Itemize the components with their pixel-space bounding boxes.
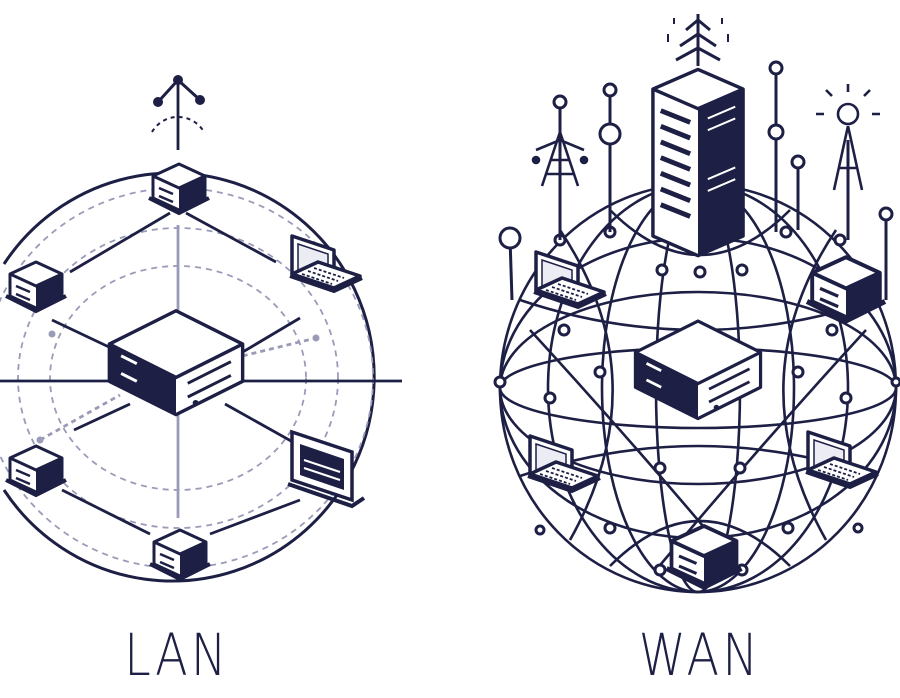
wan-nodes bbox=[493, 225, 900, 577]
wan-label: WAN bbox=[638, 621, 762, 689]
lan-diagram bbox=[0, 75, 402, 583]
antenna-icon bbox=[667, 14, 729, 66]
lan-label: LAN bbox=[124, 621, 230, 689]
lan-server-top-icon bbox=[147, 162, 211, 215]
lan-server-left-icon bbox=[4, 260, 68, 313]
lan-server-bottom-icon bbox=[148, 528, 212, 581]
wan-pole-tips bbox=[498, 60, 894, 250]
wan-hub-server-icon bbox=[633, 319, 763, 421]
transmission-tower-icon bbox=[531, 131, 589, 187]
lan-desktop-icon bbox=[287, 429, 366, 509]
lan-boundary-circle bbox=[2, 171, 376, 583]
wan-diagram bbox=[493, 14, 900, 594]
wan-rack-server-icon bbox=[653, 69, 743, 255]
satellite-dish-icon bbox=[816, 84, 880, 191]
lan-server-lower-left-icon bbox=[4, 444, 68, 497]
lan-hub-server-icon bbox=[107, 309, 245, 417]
antenna-icon bbox=[151, 75, 205, 133]
lan-node-dots bbox=[36, 330, 320, 444]
wan-laptop-lower-left-icon bbox=[526, 434, 602, 493]
